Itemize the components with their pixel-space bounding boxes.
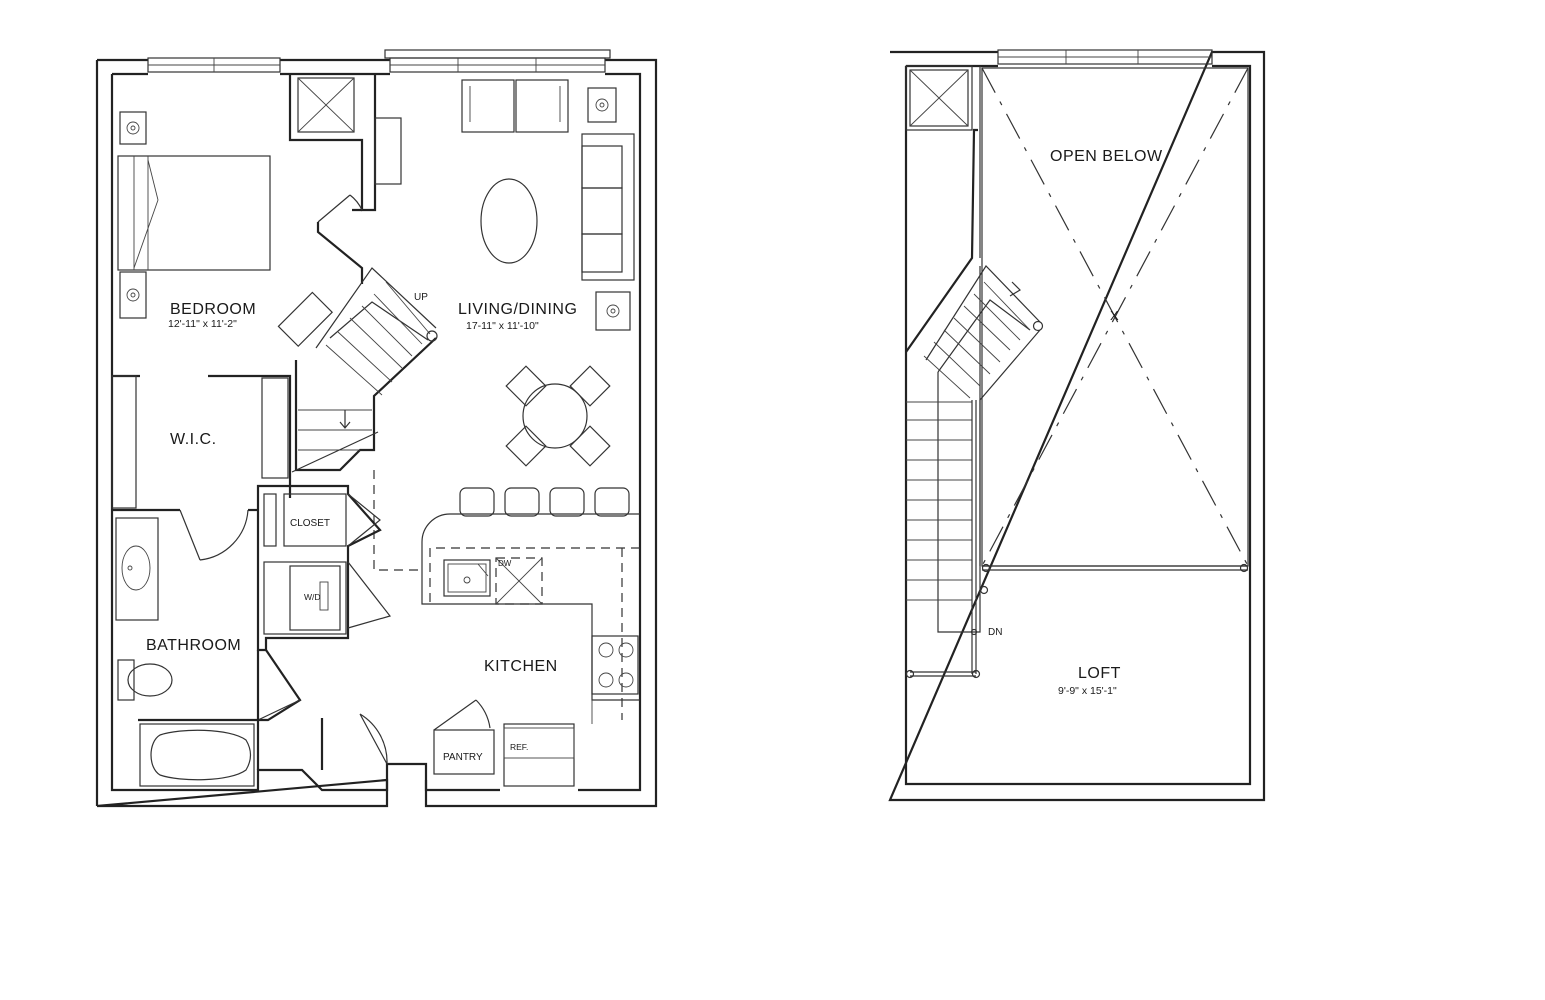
closet-label: CLOSET (290, 518, 330, 529)
nightstand-top (119, 111, 147, 145)
loft-stairs (905, 128, 1044, 679)
wic-shelf-left (111, 375, 137, 509)
bar-stools (459, 487, 630, 517)
mechanical-shaft (288, 74, 402, 212)
stair-down-label: DN (988, 627, 1002, 638)
kitchen-sink (443, 559, 491, 597)
refrigerator-label: REF. (510, 742, 528, 752)
stair-up-label: UP (414, 292, 428, 303)
living-dims: 17-11" x 11'-10" (466, 320, 539, 332)
hall-wall (258, 649, 324, 770)
bedroom-desk (277, 291, 334, 348)
coffee-table (480, 178, 538, 264)
bedroom-door-swing (317, 194, 363, 223)
dining-table (505, 365, 611, 467)
wic-label: W.I.C. (170, 431, 217, 448)
wic-shelf-right (261, 377, 289, 479)
dishwasher-label: DW (498, 559, 512, 568)
loft-dims: 9'-9" x 15'-1" (1058, 685, 1117, 697)
refrigerator (503, 723, 575, 787)
bedroom-diagonal-wall (316, 208, 364, 284)
kitchen-label: KITCHEN (484, 658, 558, 675)
bed (117, 155, 271, 271)
toilet (117, 659, 173, 701)
side-table-top (587, 87, 617, 123)
nightstand-bottom (119, 271, 147, 319)
loft-floor-plan: OPEN BELOW X (888, 49, 1266, 802)
bathroom-label: BATHROOM (146, 637, 241, 654)
bedroom-window (147, 57, 281, 73)
loft-outer-wall (888, 50, 1266, 802)
loft-mechanical-shaft (905, 65, 973, 131)
loft-window (997, 49, 1213, 65)
loft-label: LOFT (1078, 665, 1121, 682)
living-label: LIVING/DINING (458, 301, 577, 318)
side-table-bottom (595, 291, 631, 331)
sofa (581, 133, 635, 281)
cooktop (591, 635, 639, 695)
washer-dryer-label: W/D (304, 592, 321, 602)
pantry (433, 699, 495, 775)
bedroom-dims: 12'-11" x 11'-2" (168, 318, 237, 330)
bedroom-label: BEDROOM (170, 301, 256, 318)
kitchen-counter (373, 470, 640, 724)
first-floor-outer-wall (95, 58, 658, 808)
first-floor-plan: UP (95, 49, 658, 808)
first-floor-stairs (291, 267, 438, 473)
hall-door-swing (257, 699, 301, 721)
dishwasher (495, 557, 543, 605)
bath-door-swing (179, 509, 249, 561)
closet-laundry-block (256, 484, 392, 652)
armchairs (461, 79, 569, 133)
open-below-area (979, 66, 1249, 573)
entry-door-swing (359, 713, 388, 765)
pantry-label: PANTRY (443, 752, 483, 763)
first-floor-inner-wall (110, 72, 642, 792)
open-below-mark: X (1110, 308, 1119, 323)
bathtub (138, 718, 258, 787)
bathroom-vanity (115, 517, 159, 621)
open-below-label: OPEN BELOW (1050, 148, 1163, 165)
living-window (384, 49, 611, 73)
